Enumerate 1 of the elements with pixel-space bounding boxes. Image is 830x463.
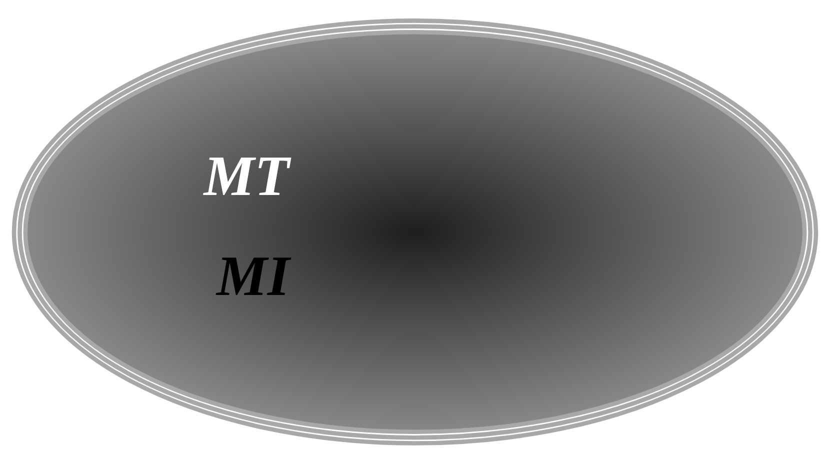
node-ellipse: MT MI	[12, 18, 818, 445]
